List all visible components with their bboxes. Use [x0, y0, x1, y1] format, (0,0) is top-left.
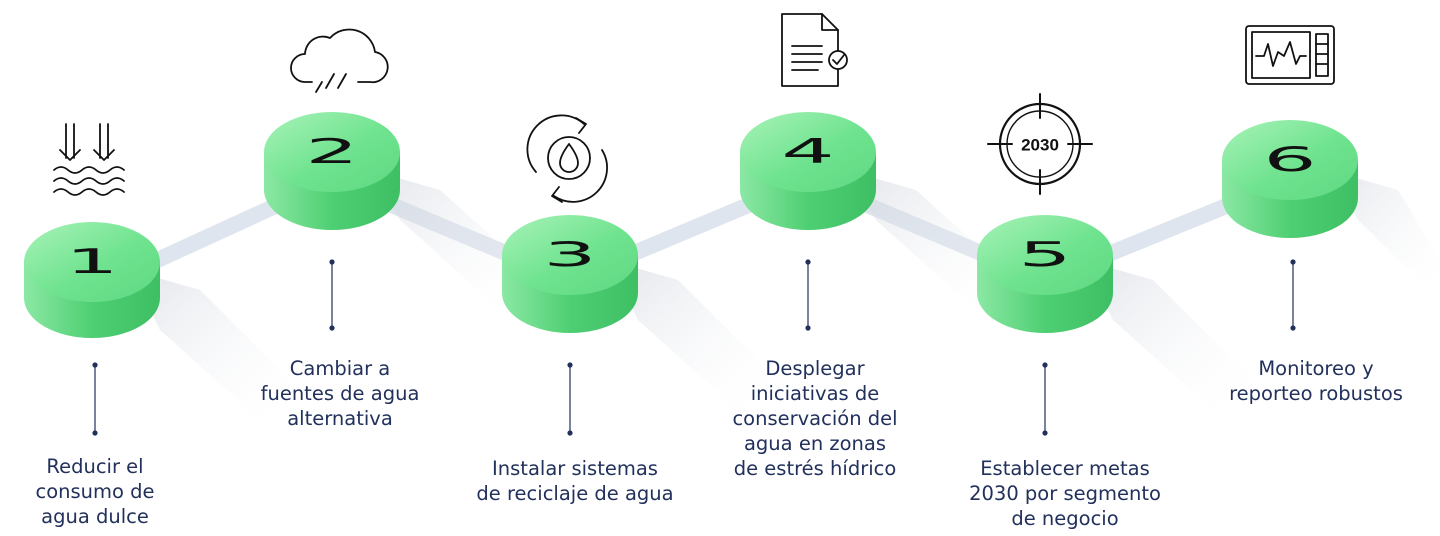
document-check-icon	[781, 13, 848, 87]
step-6-label: Monitoreo y reporteo robustos	[1229, 356, 1403, 406]
disc-shadows	[130, 170, 1440, 420]
label-line: 2030 por segmento	[969, 482, 1161, 505]
disc-3-shadow	[608, 260, 778, 410]
step-6-leader-top-dot	[1290, 259, 1296, 265]
label-line: Instalar sistemas	[492, 457, 658, 480]
disc-1-shadow	[130, 270, 300, 420]
disc-4-top	[740, 112, 876, 192]
label-line: Desplegar	[765, 357, 865, 380]
step-5-leader-top-dot	[1042, 362, 1048, 368]
disc-4-shadow	[846, 170, 1016, 310]
step-1-numeral: 1	[65, 242, 118, 281]
label-line: conservación del	[732, 407, 898, 430]
disc-3-top	[502, 215, 638, 295]
disc-5-shadow	[1083, 260, 1253, 410]
label-line: alternativa	[287, 407, 393, 430]
step-4-leader-bottom-dot	[805, 325, 811, 331]
step-1-leader-top-dot	[92, 362, 98, 368]
water-recycle-icon	[526, 114, 608, 203]
label-line: de reciclaje de agua	[476, 482, 674, 505]
disc-2-top	[264, 112, 400, 192]
label-line: reporteo robustos	[1229, 382, 1403, 405]
rain-cloud-icon	[290, 28, 389, 93]
disc-5-top	[977, 215, 1113, 295]
step-1: 1	[24, 123, 160, 436]
step-2: 2	[264, 28, 400, 331]
step-5-numeral: 5	[1018, 235, 1071, 274]
step-4-label: Desplegar iniciativas de conservación de…	[732, 356, 897, 481]
step-2-label: Cambiar a fuentes de agua alternativa	[261, 356, 420, 431]
label-line: Monitoreo y	[1258, 357, 1374, 380]
label-line: consumo de	[35, 480, 155, 503]
step-6-leader-bottom-dot	[1290, 325, 1296, 331]
label-line: agua en zonas	[743, 432, 887, 455]
step-4-numeral: 4	[781, 132, 834, 171]
label-line: Reducir el	[46, 455, 144, 478]
step-5-label: Establecer metas 2030 por segmento de ne…	[969, 456, 1161, 531]
label-line: iniciativas de	[750, 382, 880, 405]
step-1-label: Reducir el consumo de agua dulce	[35, 454, 154, 529]
step-3-numeral: 3	[543, 235, 596, 274]
disc-2-shadow	[370, 170, 540, 310]
disc-6-top	[1222, 120, 1358, 200]
step-6: 6	[1222, 25, 1358, 331]
step-2-leader-bottom-dot	[329, 325, 335, 331]
step-3: 3	[502, 114, 638, 436]
label-line: Cambiar a	[289, 357, 391, 380]
label-line: de estrés hídrico	[733, 457, 897, 480]
step-4: 4	[740, 13, 876, 331]
step-2-leader-top-dot	[329, 259, 335, 265]
label-line: de negocio	[1011, 507, 1119, 530]
step-6-numeral: 6	[1263, 140, 1316, 179]
monitor-chart-icon	[1245, 25, 1335, 85]
target-2030-icon: 2030	[987, 93, 1093, 195]
target-2030-text: 2030	[1021, 136, 1059, 155]
step-3-leader-top-dot	[567, 362, 573, 368]
step-5: 5 2030	[977, 93, 1113, 436]
disc-1-top	[24, 222, 160, 302]
step-5-leader-bottom-dot	[1042, 430, 1048, 436]
step-3-leader-bottom-dot	[567, 430, 573, 436]
label-line: agua dulce	[41, 505, 149, 528]
water-intake-icon	[53, 123, 125, 196]
step-1-leader-bottom-dot	[92, 430, 98, 436]
label-line: fuentes de agua	[260, 382, 420, 405]
step-2-numeral: 2	[305, 132, 358, 171]
label-line: Establecer metas	[980, 457, 1150, 480]
step-4-leader-top-dot	[805, 259, 811, 265]
step-3-label: Instalar sistemas de reciclaje de agua	[476, 456, 673, 506]
